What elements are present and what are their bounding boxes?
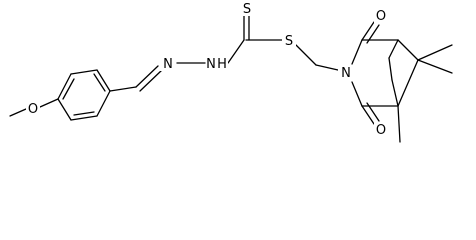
bond-ch2-n	[315, 64, 339, 71]
hydrazine-nitrogen-label: N	[206, 57, 216, 72]
top-carbonyl-oxygen-label: O	[376, 9, 386, 24]
imine-nitrogen-label: N	[163, 57, 173, 72]
ring-bond	[351, 81, 363, 107]
ring-bond	[70, 115, 98, 121]
bond-ch-n-double	[139, 69, 163, 92]
structure-diagram: O N N H S S N O O	[9, 2, 453, 143]
bridge-bond	[391, 79, 399, 107]
ring-double-bond	[62, 78, 75, 100]
ring-double-bond	[93, 73, 106, 92]
label-bg	[26, 101, 40, 116]
carbonyl-bottom-double	[361, 105, 375, 125]
bottom-carbonyl-oxygen-label: O	[376, 123, 386, 138]
ring-bond	[70, 69, 98, 75]
methoxy-oxygen-label: O	[28, 102, 38, 117]
ring-double-bond	[73, 111, 95, 116]
ring-bond	[397, 39, 419, 61]
bridge-bond	[388, 57, 393, 81]
ring-bond	[57, 73, 72, 100]
bond-ch-n-double	[135, 65, 159, 88]
benzene-ring	[57, 69, 111, 121]
label-bg	[374, 122, 388, 137]
bridge-bond	[388, 39, 399, 59]
methyl-bond	[417, 44, 453, 61]
label-bg	[160, 56, 176, 71]
label-bg	[338, 65, 354, 80]
ring-bond	[351, 39, 363, 65]
methyl-bond	[417, 59, 453, 74]
label-bg	[206, 56, 228, 71]
label-bg	[282, 33, 296, 47]
bond-nh-c	[227, 39, 245, 64]
label-bg	[240, 2, 254, 16]
molecule-drawing: O N N H S S N O O	[9, 2, 453, 143]
hydrazine-hydrogen-label: H	[217, 57, 227, 72]
methyl-bond	[397, 105, 401, 143]
ring-bond	[96, 69, 111, 92]
ring-bond	[57, 98, 72, 121]
bond-o-ring	[39, 98, 59, 108]
bond-ring-ch	[109, 86, 137, 92]
thione-sulfur-label: S	[243, 2, 251, 17]
carbonyl-top-double	[361, 21, 375, 41]
bond-methyl-o	[9, 108, 27, 117]
imide-nitrogen-label: N	[341, 66, 351, 81]
bicyclic-imide	[351, 21, 453, 143]
ring-bond	[397, 59, 419, 107]
bond-s-ch2	[295, 44, 317, 66]
ring-bond	[96, 90, 111, 117]
thioester-sulfur-label: S	[285, 34, 293, 49]
label-bg	[374, 8, 388, 23]
